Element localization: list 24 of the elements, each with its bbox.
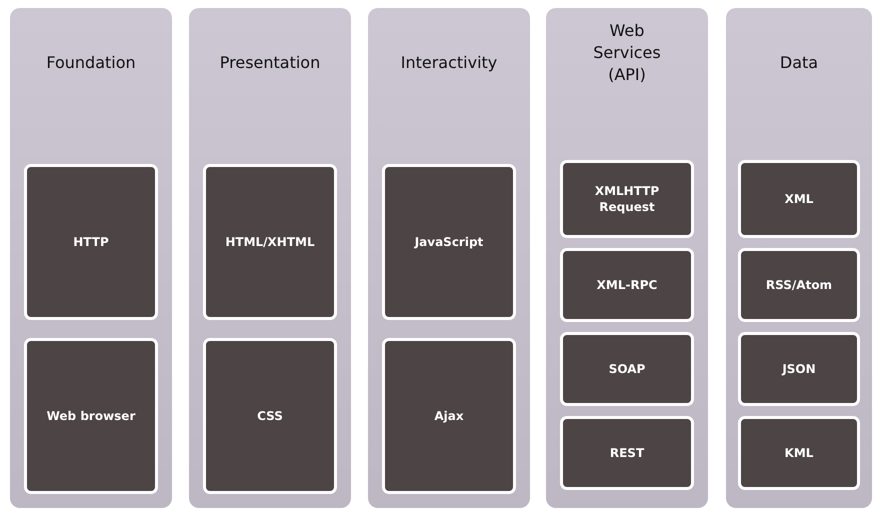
technology-box: XML: [738, 160, 860, 238]
column-panel: [189, 8, 351, 508]
column-heading: Presentation: [218, 52, 322, 74]
column-heading: Interactivity: [400, 52, 498, 74]
column-heading: Foundation: [45, 52, 137, 74]
column-panel: [10, 8, 172, 508]
technology-box: JSON: [738, 332, 860, 406]
technology-box: JavaScript: [382, 164, 516, 320]
technology-box: HTTP: [24, 164, 158, 320]
technology-box: XMLHTTP Request: [560, 160, 694, 238]
technology-box: KML: [738, 416, 860, 490]
technology-box: SOAP: [560, 332, 694, 406]
technology-box: Web browser: [24, 338, 158, 494]
column-panel: [368, 8, 530, 508]
technology-box: REST: [560, 416, 694, 490]
technology-box: HTML/XHTML: [203, 164, 337, 320]
column-panel: [726, 8, 872, 508]
column-panel: [546, 8, 708, 508]
technology-box: CSS: [203, 338, 337, 494]
technology-box: Ajax: [382, 338, 516, 494]
technology-box: RSS/Atom: [738, 248, 860, 322]
technology-box: XML-RPC: [560, 248, 694, 322]
column-heading: Data: [778, 52, 820, 74]
column-heading: Web Services (API): [592, 20, 662, 86]
